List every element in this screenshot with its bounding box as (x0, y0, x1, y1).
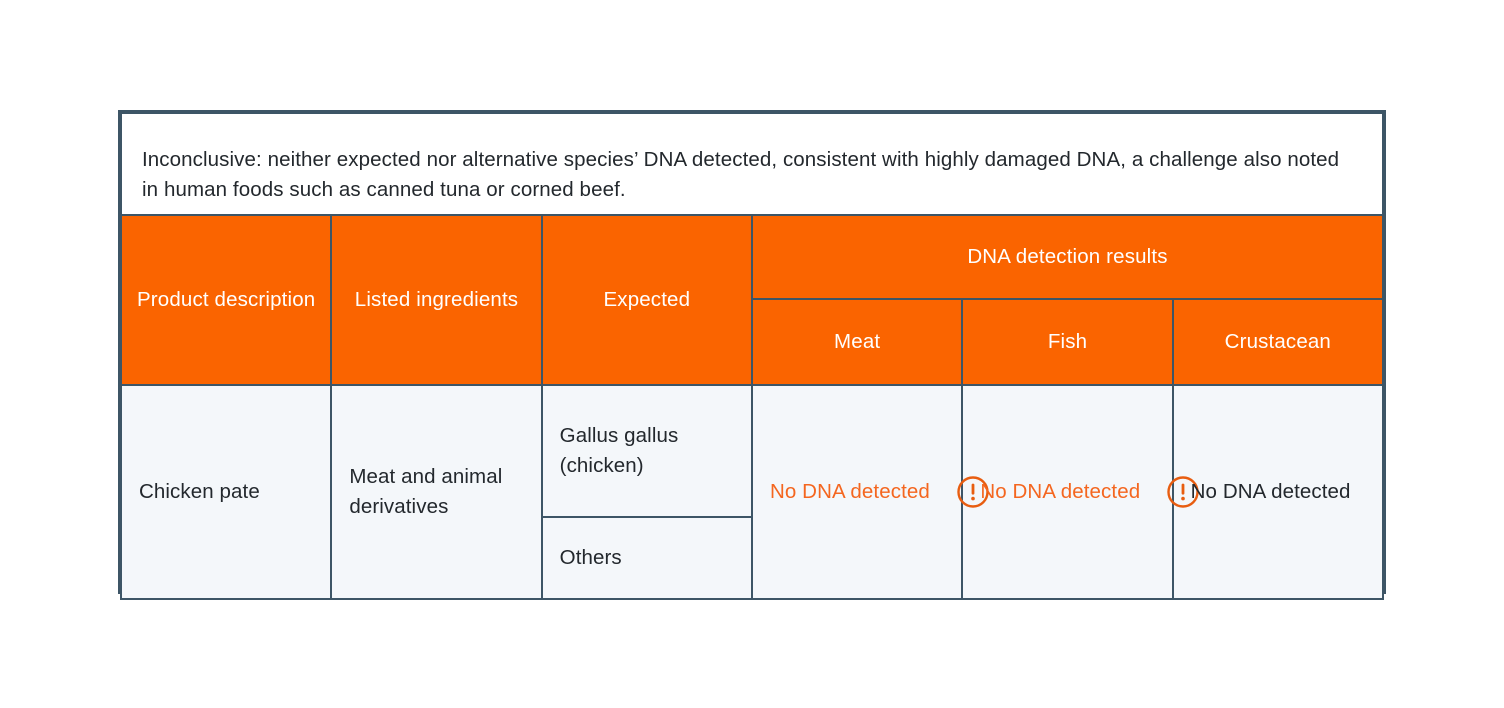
cell-result-meat: No DNA detected (750, 384, 989, 600)
result-meat-content: No DNA detected (753, 475, 989, 509)
cell-result-crustacean: No DNA detected (1171, 384, 1385, 600)
table-header-row-primary: Product description Listed ingredients E… (119, 214, 1385, 386)
product-description-text: Chicken pate (139, 480, 260, 504)
alert-circle-icon (957, 476, 989, 508)
listed-ingredients-text: Meat and animal derivatives (349, 465, 503, 518)
column-header-crustacean: Crustacean (1171, 298, 1385, 386)
column-header-fish: Fish (961, 298, 1174, 386)
expected-species-primary-text: Gallus gallus (chicken) (559, 424, 679, 477)
cell-product-description: Chicken pate (119, 384, 333, 600)
dna-results-table: Inconclusive: neither expected nor alter… (119, 112, 1385, 600)
result-crustacean-text: No DNA detected (1190, 480, 1351, 504)
inconclusive-note-text: Inconclusive: neither expected nor alter… (142, 147, 1340, 201)
result-meat-text: No DNA detected (769, 480, 930, 504)
column-header-meat: Meat (750, 298, 964, 386)
table-row-expected-others: Others (121, 516, 1383, 600)
alert-circle-icon (1167, 476, 1199, 508)
column-header-product-description: Product description (119, 214, 333, 386)
cell-listed-ingredients: Meat and animal derivatives (330, 384, 543, 600)
dna-results-table-container: Inconclusive: neither expected nor alter… (118, 110, 1386, 600)
cell-result-fish: No DNA detected (961, 384, 1199, 600)
expected-species-others-text: Others (559, 546, 622, 570)
table-row: Chicken pate Meat and animal derivatives… (119, 384, 1385, 600)
column-header-expected: Expected (540, 214, 753, 386)
cell-expected-others: Others (540, 516, 753, 600)
inconclusive-note-cell: Inconclusive: neither expected nor alter… (120, 112, 1384, 216)
cell-expected-species: Gallus gallus (chicken) (540, 384, 753, 518)
result-fish-content: No DNA detected (963, 475, 1199, 509)
column-header-dna-detection-results: DNA detection results (750, 214, 1385, 300)
table-header-row-secondary: Meat Fish Crustacean (121, 298, 1385, 386)
column-header-listed-ingredients: Listed ingredients (330, 214, 543, 386)
result-fish-text: No DNA detected (980, 480, 1141, 504)
table-note-row: Inconclusive: neither expected nor alter… (120, 112, 1384, 216)
